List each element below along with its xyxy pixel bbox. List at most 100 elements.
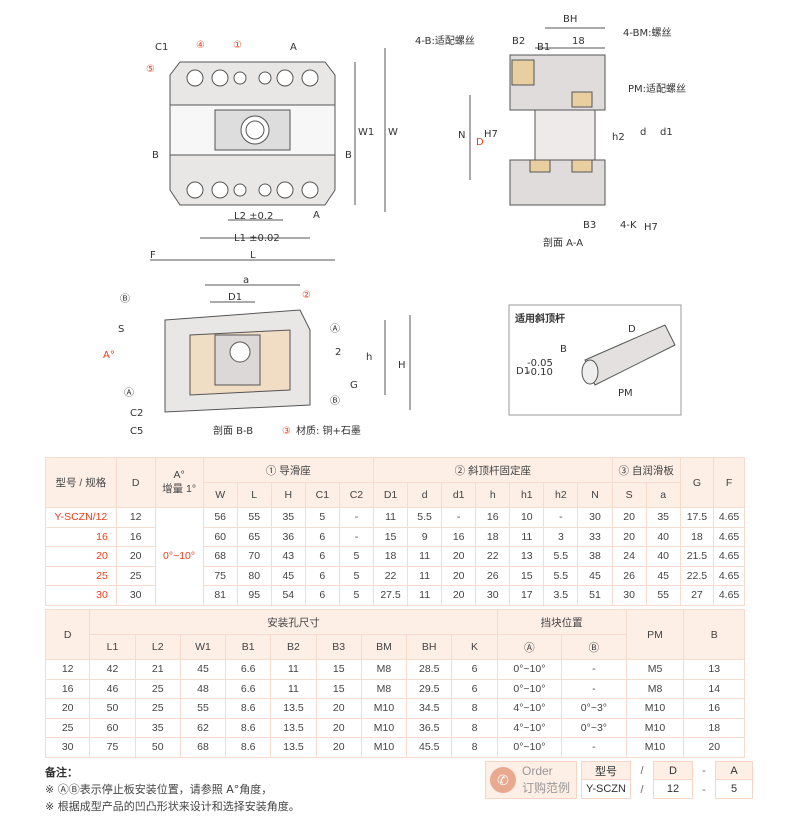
cell: 14 — [683, 678, 745, 699]
cell: M8 — [625, 678, 685, 699]
cell: 0°~10° — [496, 737, 563, 758]
cell: 34.5 — [406, 698, 453, 719]
cell: 4°~10° — [496, 698, 563, 719]
cell: M10 — [360, 698, 408, 719]
cell: 5 — [338, 565, 375, 586]
cell: 22 — [475, 546, 511, 567]
cell: 0°~3° — [561, 717, 627, 738]
top-view-drawing — [150, 48, 386, 261]
section-aa-drawing — [469, 27, 606, 206]
th-sub: W — [202, 482, 238, 508]
inset-label-d: D — [628, 324, 636, 335]
cell: 8 — [451, 737, 498, 758]
order-label-en: Order — [522, 764, 553, 778]
note-line: ※ 根据成型产品的凹凸形状来设计和选择安装角度。 — [45, 800, 300, 813]
th-sub: H — [270, 482, 306, 508]
cell: 68 — [179, 737, 227, 758]
th-sub: S — [611, 482, 647, 508]
cell: 10 — [509, 507, 545, 528]
cell: 6 — [304, 585, 340, 606]
cell: 4°~10° — [496, 717, 563, 738]
label-c2: C2 — [130, 408, 143, 419]
label-n: N — [458, 130, 465, 141]
cell: 42 — [89, 659, 136, 680]
cell: 4.65 — [713, 565, 745, 586]
label-h: h — [366, 352, 372, 363]
notes-title: 备注： — [45, 766, 78, 779]
cell: 27 — [679, 585, 715, 606]
cell: 11 — [407, 565, 443, 586]
cell: 50 — [134, 737, 181, 758]
cell: 4.65 — [713, 526, 745, 547]
cell: 45 — [645, 565, 681, 586]
cell: 45.5 — [406, 737, 453, 758]
cell: 0°~10° — [496, 678, 563, 699]
cell: 80 — [236, 565, 272, 586]
label-b-left: B — [152, 150, 159, 161]
cell: M10 — [360, 717, 408, 738]
cell: 75 — [89, 737, 136, 758]
cell: 21.5 — [679, 546, 715, 567]
label-2: ② — [302, 290, 311, 301]
cell: 15 — [315, 659, 362, 680]
label-4: ④ — [196, 40, 205, 51]
th-sub: L1 — [89, 634, 136, 660]
order-col-header: 型号 — [581, 761, 631, 780]
label-d1: d1 — [660, 127, 673, 138]
cell: 35 — [270, 507, 306, 528]
cell: 5 — [304, 507, 340, 528]
note-line: ※ ⒶⒷ表示停止板安装位置，请参照 A°角度， — [45, 783, 273, 796]
cell: 16 — [44, 678, 91, 699]
cell: 60 — [89, 717, 136, 738]
cell: M5 — [625, 659, 685, 680]
th-sub: K — [451, 634, 498, 660]
cell-d: 16 — [115, 526, 156, 547]
cell: 65 — [236, 526, 272, 547]
label-b3: B3 — [583, 220, 596, 231]
cell: 3.5 — [543, 585, 579, 606]
label-c5: C5 — [130, 426, 143, 437]
label-g: G — [350, 380, 358, 391]
cell-d: 25 — [115, 565, 156, 586]
label-18: 18 — [572, 36, 585, 47]
cell: 75 — [202, 565, 238, 586]
cell: 5 — [338, 585, 375, 606]
cell: 25 — [134, 698, 181, 719]
cell: 6.6 — [225, 659, 272, 680]
th-d: D — [115, 457, 156, 508]
cell: 0°~3° — [561, 698, 627, 719]
label-b-circle-top: Ⓑ — [120, 293, 130, 305]
label-a-top: A — [290, 42, 297, 53]
cell: 62 — [179, 717, 227, 738]
th-sub: Ⓑ — [561, 634, 627, 660]
order-col-header: A — [715, 761, 753, 780]
inset-label-pm: PM — [618, 388, 633, 399]
cell: 55 — [179, 698, 227, 719]
cell: 11 — [373, 507, 409, 528]
cell: 51 — [577, 585, 613, 606]
label-1: ① — [233, 40, 242, 51]
inset-label-d1: D1 — [516, 366, 530, 377]
cell: 5.5 — [407, 507, 443, 528]
cell: 36 — [270, 526, 306, 547]
cell: 6 — [304, 526, 340, 547]
cell: 6 — [304, 546, 340, 567]
order-col-header: D — [653, 761, 693, 780]
cell: 11 — [270, 678, 317, 699]
cell-angle: 0°~10° — [154, 507, 204, 606]
cell: 24 — [611, 546, 647, 567]
label-b1: B1 — [537, 42, 550, 53]
cell: 4.65 — [713, 585, 745, 606]
cell: M10 — [625, 737, 685, 758]
phone-icon: ✆ — [490, 767, 516, 793]
cell: 26 — [611, 565, 647, 586]
cell: 20 — [441, 565, 477, 586]
cell-d: 20 — [115, 546, 156, 567]
inset-drawing — [508, 304, 682, 416]
cell: 25 — [44, 717, 91, 738]
